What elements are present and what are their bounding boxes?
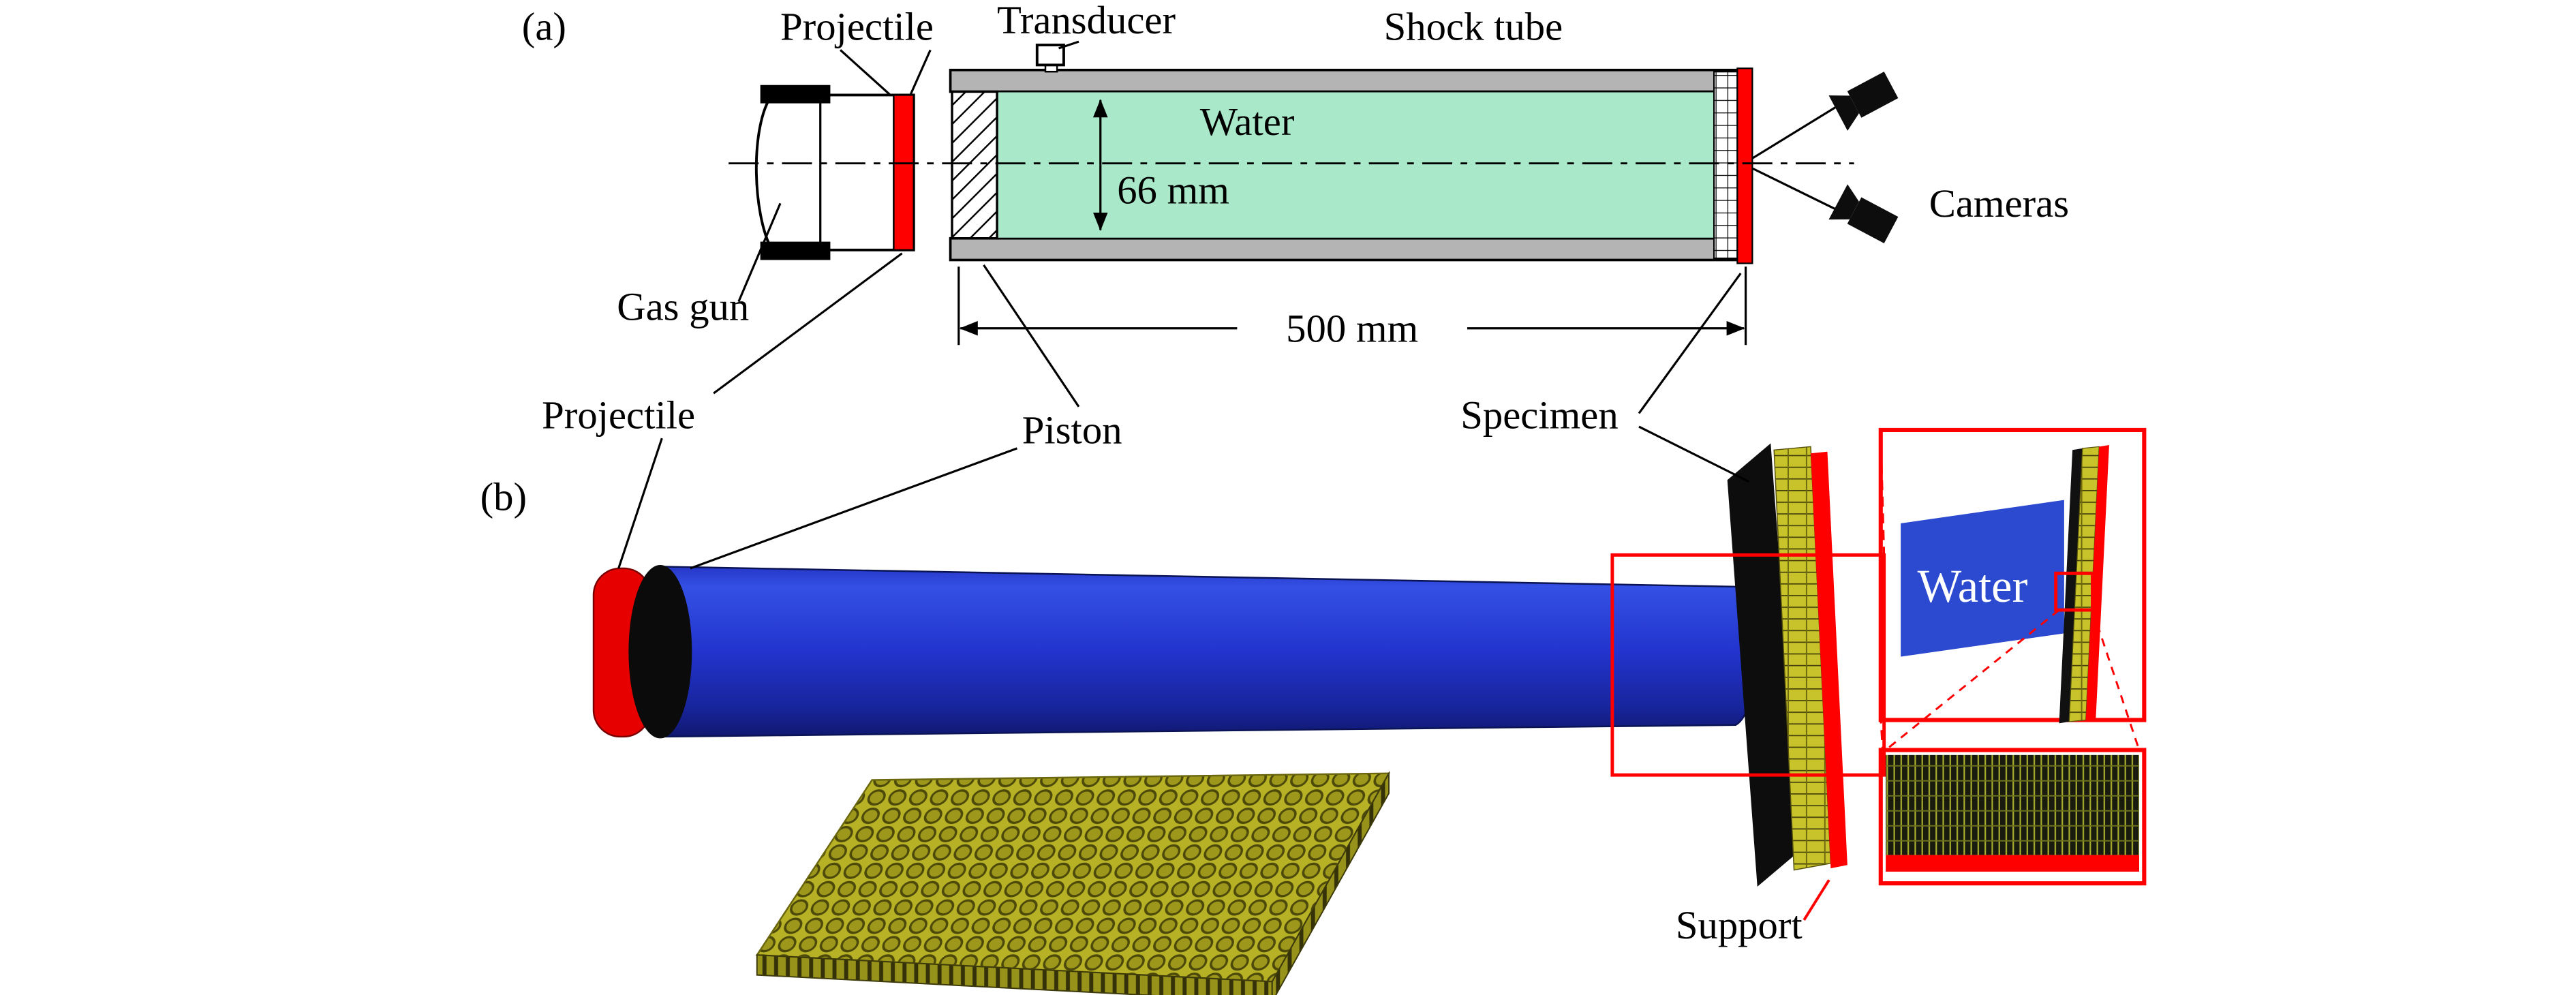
- leader-specimen-up: [1638, 273, 1742, 414]
- zoom-connector-bottom: [1880, 716, 1886, 774]
- water-cylinder-3d: [592, 565, 1757, 739]
- tube-wall-top: [949, 68, 1743, 93]
- panel-b: Water (b) Projectile Piston Specimen Sup…: [480, 252, 2147, 995]
- inset2-mesh: [1886, 754, 2139, 855]
- gas-gun-wall-bottom: [760, 241, 831, 260]
- inset1-plate-edge: [2059, 448, 2083, 724]
- piston-label: Piston: [1022, 408, 1122, 453]
- dimension-500mm: 500 mm: [957, 266, 1747, 350]
- piston-hatched: [951, 90, 998, 240]
- inset1-water-slab: [1901, 500, 2064, 657]
- piston-disc-b: [628, 565, 692, 739]
- cylinder-body: [662, 566, 1757, 738]
- cameras-label: Cameras: [1929, 181, 2069, 226]
- leader-piston-up: [983, 264, 1080, 408]
- specimen-label: Specimen: [1460, 393, 1618, 438]
- leader-projectile-a-to-b: [713, 252, 903, 395]
- shock-tube-label: Shock tube: [1384, 5, 1563, 49]
- camera-line-bottom: [1751, 167, 1848, 216]
- gas-gun-body: [754, 93, 915, 251]
- leader-specimen-down: [1638, 425, 1750, 483]
- inset-link-right: [2091, 609, 2141, 750]
- specimen-honeycomb-section: [1713, 71, 1738, 260]
- inset-water-specimen: Water: [1878, 427, 2147, 724]
- inset1-frame: [1878, 427, 2147, 722]
- leader-piston-down: [690, 447, 1017, 570]
- projectile-label-a: Projectile: [780, 5, 934, 49]
- camera-top-icon: [1828, 72, 1899, 131]
- camera-bottom-icon: [1828, 184, 1899, 244]
- camera-line-top: [1751, 99, 1848, 159]
- zoom-selection-rect: [1610, 553, 1886, 777]
- honeycomb-right-edge: [1271, 770, 1390, 995]
- leader-projectile-a-left: [840, 49, 891, 96]
- projectile-strip-a: [893, 94, 915, 251]
- inset2-support-strip: [1886, 855, 2139, 872]
- dim-500-label: 500 mm: [1286, 306, 1418, 350]
- gas-gun: [754, 85, 915, 260]
- projectile-label-b: Projectile: [542, 393, 695, 438]
- leader-transducer: [1058, 40, 1079, 50]
- inset-link-left: [1885, 609, 2060, 751]
- transducer-head: [1035, 44, 1065, 67]
- honeycomb-slab: [755, 770, 1391, 995]
- water-label-a: Water: [1200, 99, 1295, 144]
- panel-a-tag: (a): [522, 5, 566, 49]
- transducer-icon: [1035, 44, 1065, 73]
- leader-projectile-a-right: [909, 49, 932, 96]
- specimen-assembly: [1727, 443, 1847, 887]
- honeycomb-front-edge: [756, 954, 1273, 995]
- inset1-zoom-box: [2054, 571, 2094, 612]
- shock-tube: [949, 44, 1753, 264]
- cameras: [1751, 72, 1899, 244]
- support-label: Support: [1676, 903, 1803, 947]
- dim-66-label: 66 mm: [1117, 168, 1229, 212]
- leader-support: [1803, 879, 1830, 921]
- tube-wall-bottom: [949, 236, 1743, 262]
- gas-gun-wall-top: [760, 85, 831, 104]
- inset2-frame: [1878, 748, 2147, 886]
- inset1-support-edge: [2085, 444, 2109, 720]
- gas-gun-label: Gas gun: [617, 285, 749, 329]
- leader-projectile-b: [617, 438, 663, 569]
- dimension-66mm: 66 mm: [1092, 99, 1229, 231]
- water-region: [996, 91, 1715, 239]
- transducer-label: Transducer: [997, 0, 1176, 42]
- inset-mesh-detail: [1878, 748, 2147, 886]
- panel-a: 66 mm 500 mm (a: [522, 0, 2069, 350]
- specimen-strip-a: [1736, 67, 1753, 264]
- inset-water-label: Water: [1918, 560, 2028, 612]
- leader-gas-gun: [737, 202, 782, 303]
- panel-b-tag: (b): [480, 474, 527, 519]
